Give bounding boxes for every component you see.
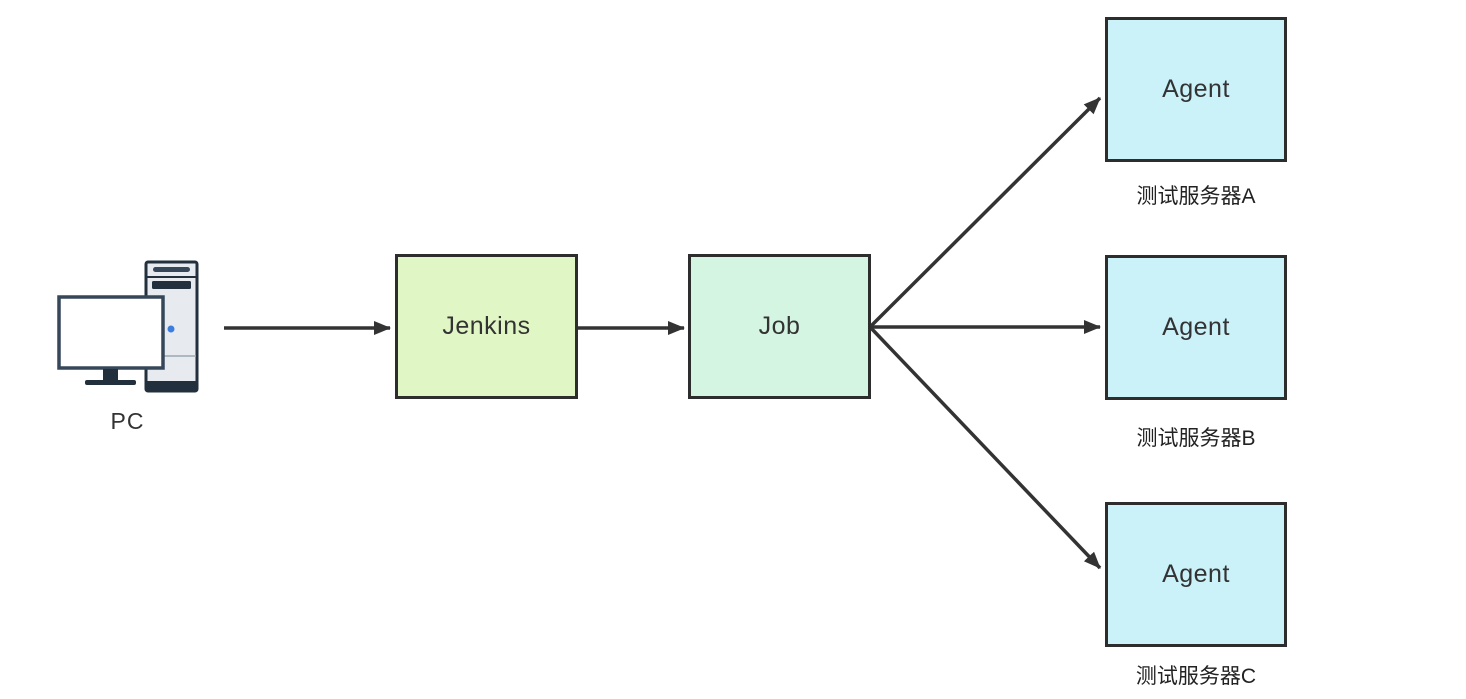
agent-a-node: Agent (1105, 17, 1287, 162)
desktop-computer-icon (57, 260, 199, 393)
power-led-icon (167, 325, 175, 333)
agent-b-node-label: Agent (1162, 313, 1230, 341)
agent-c-node-label: Agent (1162, 560, 1230, 588)
jenkins-node-label: Jenkins (442, 312, 531, 340)
agent-c-node: Agent (1105, 502, 1287, 647)
agent-b-node: Agent (1105, 255, 1287, 400)
agent-a-caption: 测试服务器A (1136, 185, 1256, 208)
pc-node-label: PC (110, 408, 145, 434)
edge-job-to-agent-a (869, 96, 1102, 328)
job-node-label: Job (758, 312, 801, 340)
job-node: Job (688, 254, 871, 399)
agent-a-node-label: Agent (1162, 75, 1230, 103)
agent-b-caption: 测试服务器B (1136, 427, 1256, 450)
edge-job-to-agent-c (869, 326, 1102, 570)
jenkins-node: Jenkins (395, 254, 578, 399)
agent-c-caption: 测试服务器C (1135, 665, 1257, 688)
